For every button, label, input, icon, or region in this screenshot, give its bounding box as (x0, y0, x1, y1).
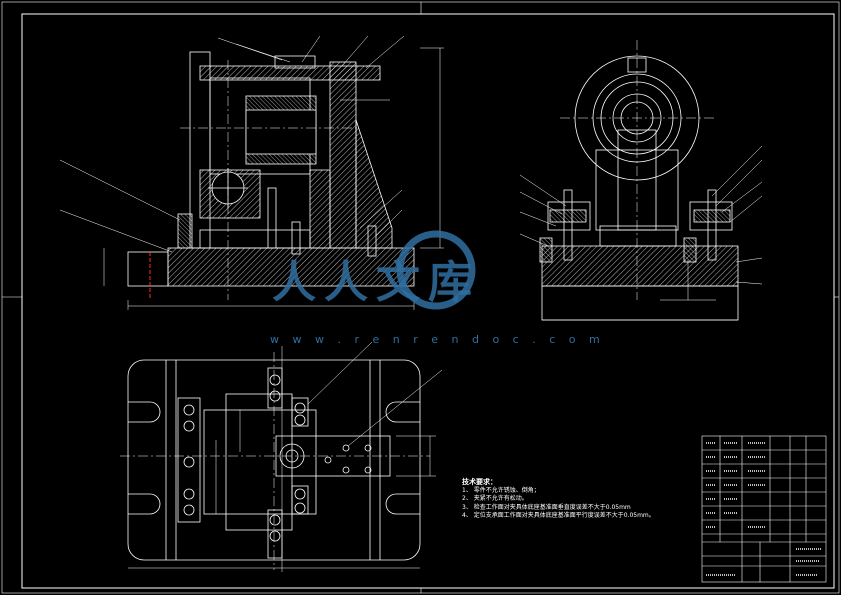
watermark-brand: 人人文库 (272, 257, 480, 308)
title-block (701, 435, 827, 583)
tech-requirement-item: 1、 零件不允许锈蚀、倒角； (462, 487, 540, 495)
top-view (120, 341, 443, 572)
front-section-view (59, 35, 444, 310)
tech-requirement-item: 3、 检查工作面对夹具体底座基准面垂直度误差不大于0.05mm (462, 503, 631, 511)
watermark-url: w w w . r e n r e n d o c . c o m (270, 333, 605, 346)
tech-requirement-item: 2、 夹紧不允许有松动。 (462, 495, 528, 503)
tech-requirements-heading: 技术要求： (462, 478, 497, 486)
tech-requirements: 技术要求： 1、 零件不允许锈蚀、倒角； 2、 夹紧不允许有松动。 3、 检查工… (462, 478, 655, 520)
side-view (519, 40, 763, 321)
tech-requirement-item: 4、 定位支承面工作面对夹具体底座基准面平行度误差不大于0.05mm。 (462, 511, 655, 519)
